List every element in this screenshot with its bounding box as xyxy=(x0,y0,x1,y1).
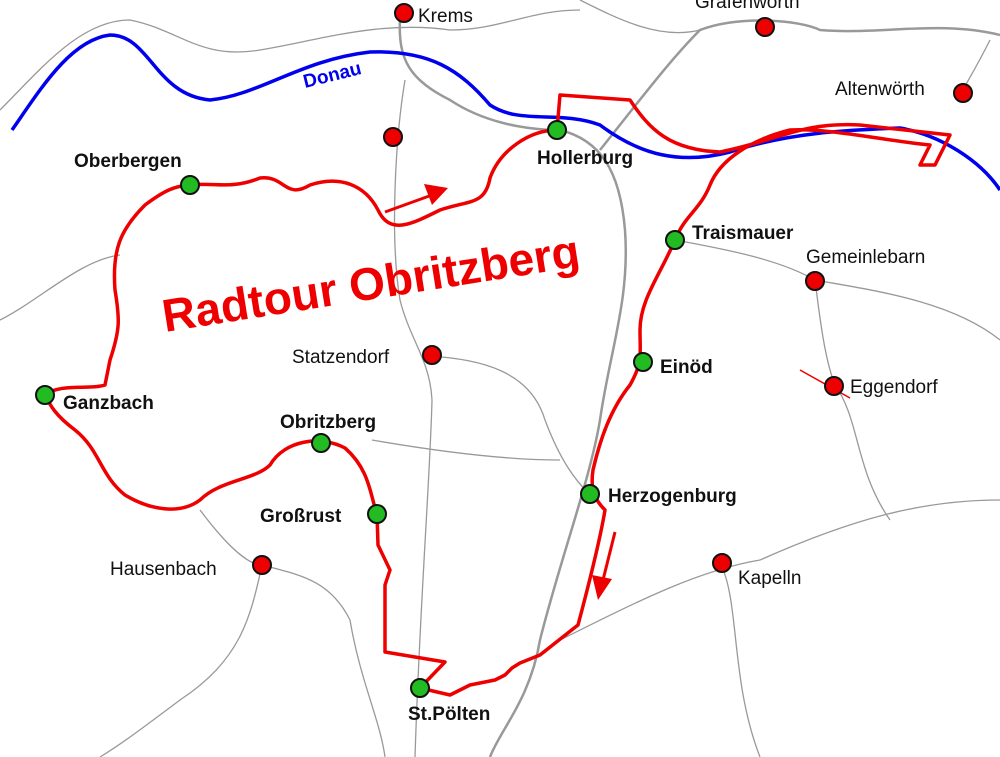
stop-label-obritzberg: Obritzberg xyxy=(280,412,376,433)
town-label-grafenwoerth: Grafenwörth xyxy=(695,0,800,13)
stop-label-grossrust: Großrust xyxy=(260,506,342,527)
stop-label-ganzbach: Ganzbach xyxy=(63,393,154,414)
town-label-eggendorf: Eggendorf xyxy=(850,377,938,398)
danube-river xyxy=(10,33,1000,191)
direction-arrow-south xyxy=(592,531,617,600)
stop-label-traismauer: Traismauer xyxy=(692,223,794,244)
towns xyxy=(252,3,973,575)
bike-route xyxy=(43,93,952,697)
stop-label-hollerburg: Hollerburg xyxy=(537,148,633,169)
town-label-kapelln: Kapelln xyxy=(738,568,801,589)
stop-label-herzogenburg: Herzogenburg xyxy=(608,486,737,507)
town-label-krems: Krems xyxy=(418,6,473,27)
stop-label-oberbergen: Oberbergen xyxy=(74,151,182,172)
town-label-statzendorf: Statzendorf xyxy=(292,347,390,368)
town-label-gemeinlebarn: Gemeinlebarn xyxy=(806,247,925,268)
town-label-hausenbach: Hausenbach xyxy=(110,559,217,580)
town-label-altenwoerth: Altenwörth xyxy=(835,79,925,100)
route-stops xyxy=(35,120,685,698)
stop-label-st-poelten: St.Pölten xyxy=(408,704,490,725)
direction-arrow-north xyxy=(384,184,448,214)
map-title: Radtour Obritzberg xyxy=(158,225,583,342)
river-label: Donau xyxy=(301,58,363,93)
stop-label-einoed: Einöd xyxy=(660,357,713,378)
